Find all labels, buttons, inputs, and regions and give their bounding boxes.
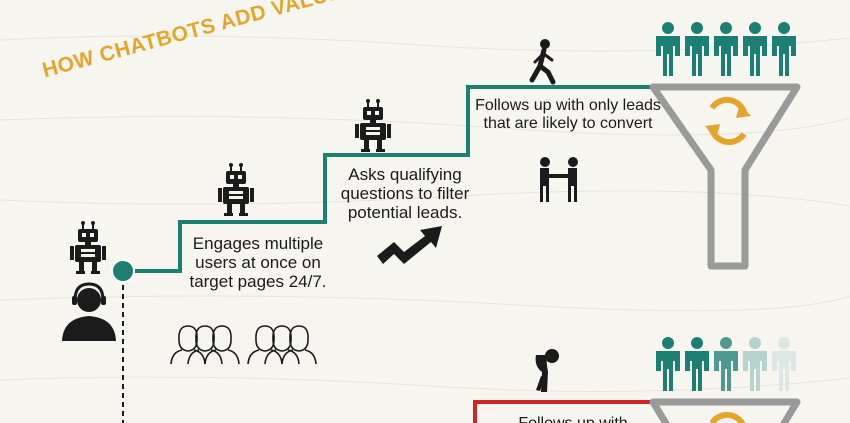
agent-headset-icon <box>62 282 116 341</box>
robot-icon <box>217 162 255 217</box>
funnel-icon <box>649 83 801 270</box>
sad-person-icon <box>535 349 559 392</box>
walking-person-icon <box>529 39 556 85</box>
step-1-caption: Engages multiple users at once on target… <box>189 234 327 291</box>
handshake-icon <box>540 157 578 202</box>
bottom-step-caption: Follows up with <box>478 414 668 423</box>
step-3-caption: Follows up with only leads that are like… <box>475 97 661 132</box>
robot-icon <box>69 220 107 275</box>
crowd-icon <box>170 325 317 365</box>
trend-arrow-icon <box>377 226 442 264</box>
step-2-caption: Asks qualifying questions to filter pote… <box>340 165 470 222</box>
funnel-icon <box>649 398 801 423</box>
people-icon <box>656 22 796 76</box>
robot-icon <box>354 98 392 153</box>
step-line <box>133 85 655 273</box>
start-node <box>111 259 135 283</box>
people-icon <box>656 337 796 391</box>
bottom-step-line <box>473 400 655 423</box>
